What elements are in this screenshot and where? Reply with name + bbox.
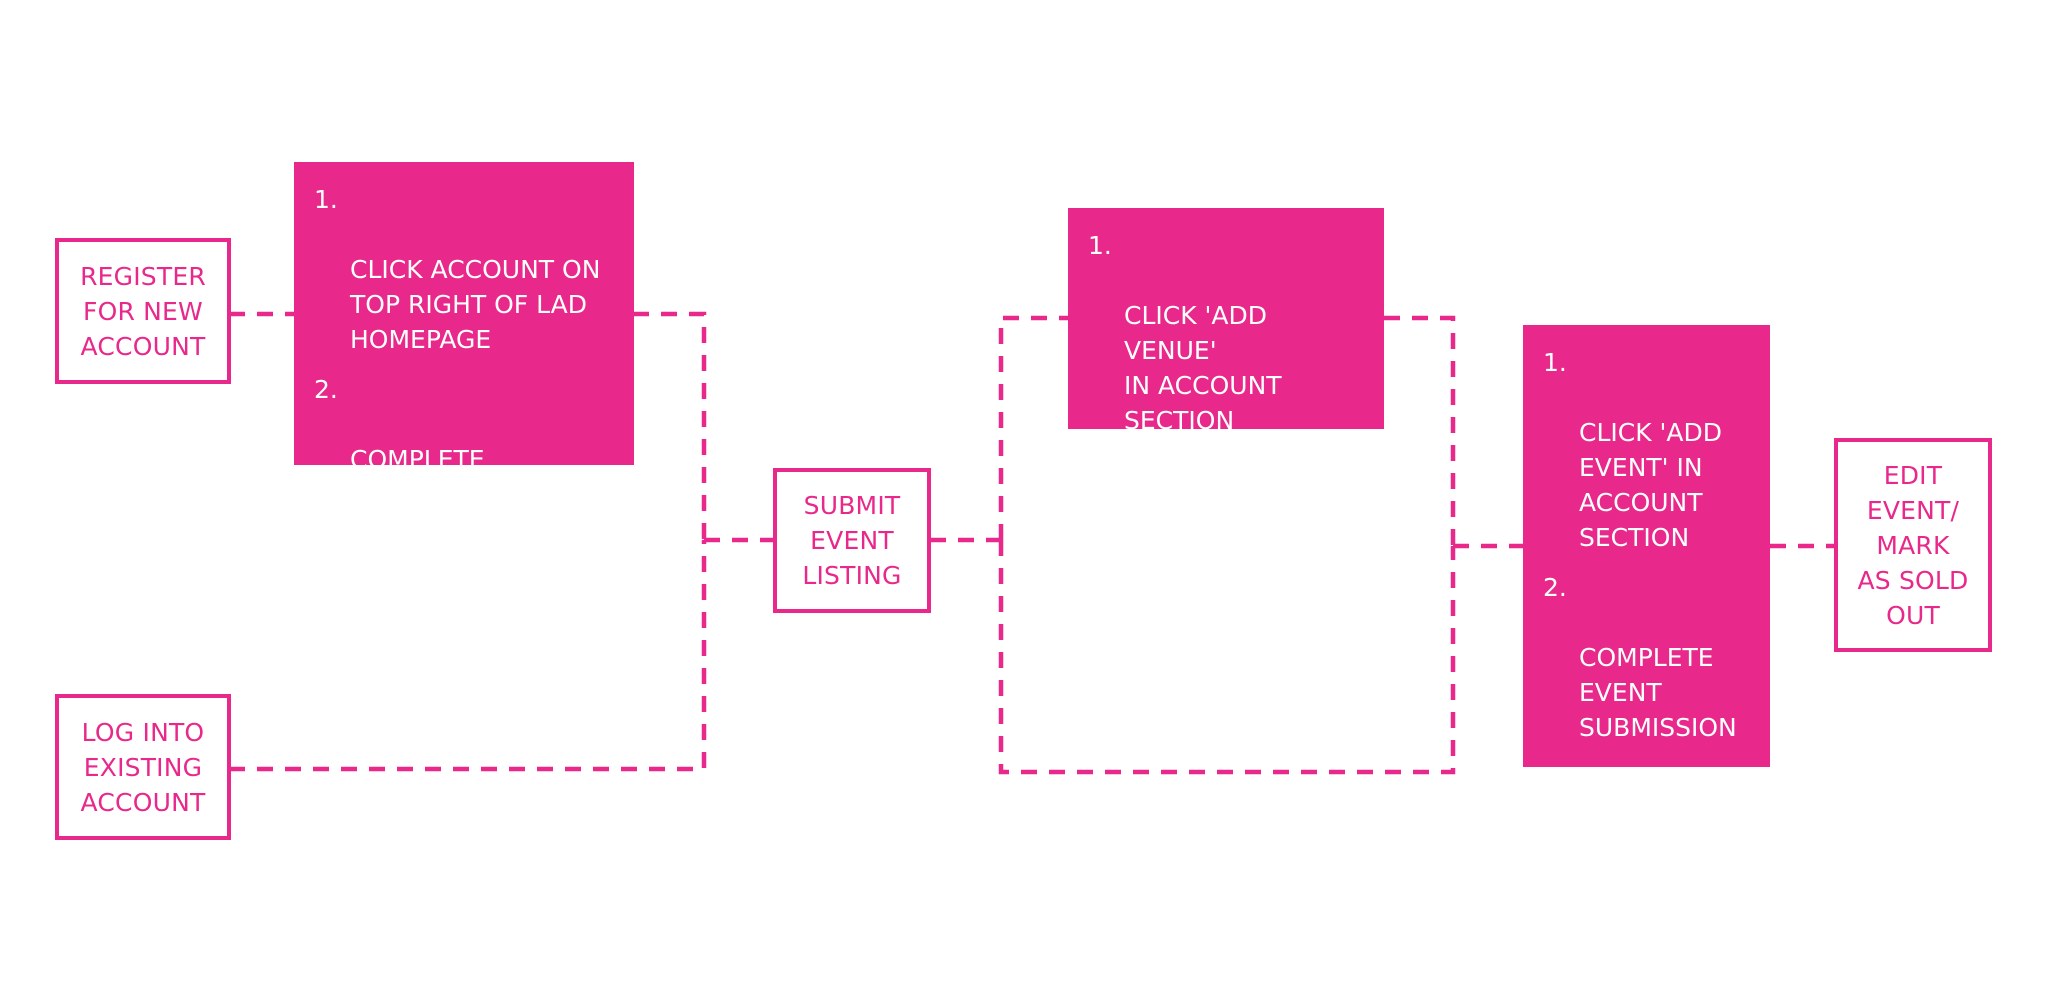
registration-step: 1. CLICK ACCOUNT ON TOP RIGHT OF LAD HOM… <box>314 182 616 357</box>
connector-branch-to-venue <box>998 315 1068 540</box>
event-steps-list: 1. CLICK 'ADD EVENT' IN ACCOUNT SECTION … <box>1543 345 1752 970</box>
event-step: 3. WAIT FOR APPROVAL& PUBLICATION OF EVE… <box>1543 760 1752 970</box>
login-account-label: LOG INTO EXISTING ACCOUNT <box>80 717 206 817</box>
register-account-label: REGISTER FOR NEW ACCOUNT <box>80 261 206 361</box>
event-step: 2. COMPLETE EVENT SUBMISSION <box>1543 570 1752 745</box>
submit-event-box: SUBMIT EVENT LISTING <box>773 468 931 613</box>
registration-step: 3. WAIT FOR DIARY TEAM APPROVAL <box>314 562 616 702</box>
connector-login-to-join <box>229 540 707 772</box>
step-text: CLICK 'ADD EVENT' IN ACCOUNT SECTION <box>1579 418 1723 552</box>
step-number: 2. <box>314 375 338 404</box>
step-number: 2. <box>1543 573 1567 602</box>
step-text: WAIT FOR APPROVAL& PUBLICATION OF EVENT <box>1579 833 1745 967</box>
edit-event-label: EDIT EVENT/ MARK AS SOLD OUT <box>1857 460 1969 630</box>
step-number: 1. <box>1088 231 1112 260</box>
venue-steps-box: 1. CLICK 'ADD VENUE' IN ACCOUNT SECTION … <box>1068 208 1384 590</box>
connector-steps-to-join <box>633 311 707 540</box>
connector-venue-to-merge <box>1384 315 1456 546</box>
step-text: COMPLETE EVENT SUBMISSION <box>1579 643 1737 742</box>
event-steps-box: 1. CLICK 'ADD EVENT' IN ACCOUNT SECTION … <box>1523 325 1770 967</box>
venue-steps-list: 1. CLICK 'ADD VENUE' IN ACCOUNT SECTION … <box>1088 228 1366 593</box>
step-text: COMPLETE VENUE SUBMISSION FORM <box>1124 526 1363 590</box>
registration-steps-box: 1. CLICK ACCOUNT ON TOP RIGHT OF LAD HOM… <box>294 162 634 699</box>
step-text: WAIT FOR DIARY TEAM APPROVAL <box>350 635 559 699</box>
register-account-box: REGISTER FOR NEW ACCOUNT <box>55 238 231 384</box>
edit-event-box: EDIT EVENT/ MARK AS SOLD OUT <box>1834 438 1992 652</box>
step-number: 3. <box>314 565 338 594</box>
step-number: 3. <box>1543 763 1567 792</box>
registration-step: 2. COMPLETE ACCOUNT REGISTRATION FORM <box>314 372 616 547</box>
step-number: 1. <box>314 185 338 214</box>
venue-step: 2. COMPLETE VENUE SUBMISSION FORM <box>1088 453 1366 593</box>
step-number: 1. <box>1543 348 1567 377</box>
login-account-box: LOG INTO EXISTING ACCOUNT <box>55 694 231 840</box>
step-number: 2. <box>1088 456 1112 485</box>
step-text: COMPLETE ACCOUNT REGISTRATION FORM <box>350 445 615 544</box>
submit-event-label: SUBMIT EVENT LISTING <box>802 491 902 590</box>
venue-step: 1. CLICK 'ADD VENUE' IN ACCOUNT SECTION <box>1088 228 1366 438</box>
step-text: CLICK ACCOUNT ON TOP RIGHT OF LAD HOMEPA… <box>350 255 601 354</box>
registration-steps-list: 1. CLICK ACCOUNT ON TOP RIGHT OF LAD HOM… <box>314 182 616 702</box>
connector-branch-bottom <box>998 540 1456 775</box>
event-step: 1. CLICK 'ADD EVENT' IN ACCOUNT SECTION <box>1543 345 1752 555</box>
step-text: CLICK 'ADD VENUE' IN ACCOUNT SECTION <box>1124 301 1282 435</box>
